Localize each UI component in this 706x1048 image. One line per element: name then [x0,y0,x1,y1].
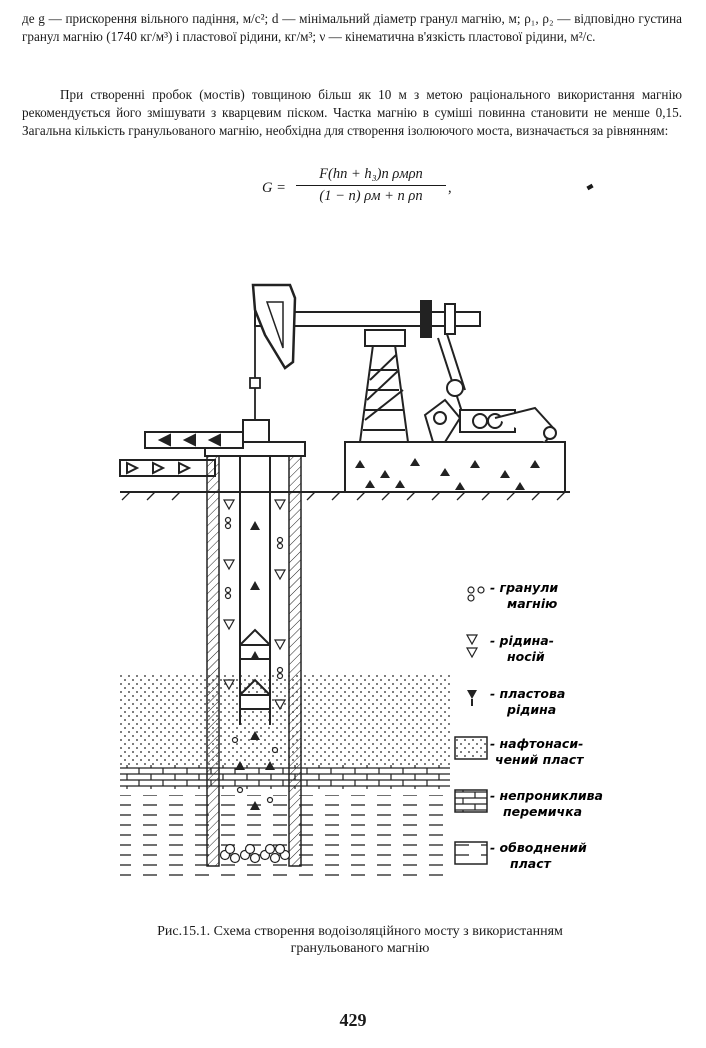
watered-layer [120,795,450,880]
legend-label-5a: - непрониклива [490,788,603,803]
horse-head [251,283,297,370]
legend-item-granules: - гранули магнію [467,580,558,611]
magnesium-granules [224,516,284,804]
tubing [239,456,271,725]
paragraph-variable-definitions: де g — прискорення вільного падіння, м/с… [22,11,682,44]
legend-label-1a: - гранули [490,580,558,595]
legend-label-2b: носій [507,649,545,664]
ground-surface [120,491,570,501]
impermeable-barrier-layer [120,765,450,789]
legend-label-4b: чений пласт [495,752,584,767]
legend-label-3a: - пластова [490,686,565,701]
legend-label-6b: пласт [510,856,552,871]
legend-label-6a: - обводнений [490,840,587,855]
legend-item-oil-layer: - нафтонаси- чений пласт [454,736,584,767]
figure-legend: - гранули магнію - рідина- носій - пласт… [454,580,603,871]
granule-pile [219,843,291,864]
oil-saturated-layer [120,675,450,765]
formula-denominator: (1 − n) ρм + n ρп [319,188,423,204]
page-number: 429 [339,1010,367,1030]
bridle-cable [249,310,261,420]
well-schematic-figure: - гранули магнію - рідина- носій - пласт… [119,283,603,880]
legend-item-carrier-fluid: - рідина- носій [465,633,554,664]
inlet-pipe [119,459,216,477]
caption-line-1: Рис.15.1. Схема створення водоізоляційно… [157,924,563,939]
fluid-arrows [222,499,287,711]
legend-label-4a: - нафтонаси- [490,736,583,751]
legend-label-1b: магнію [507,596,557,611]
legend-item-watered-layer: - обводнений пласт [454,840,587,871]
paragraph-bridge-method: При створенні пробок (мостів) товщиною б… [22,87,682,138]
well-casing [206,455,302,867]
legend-label-5b: перемичка [503,804,582,819]
formula-fraction: F(hп + h₃)n ρмρп (1 − n) ρм + n ρп [296,166,446,205]
legend-label-2a: - рідина- [490,633,554,648]
legend-label-3b: рідина [506,702,556,717]
crank-and-motor [423,333,557,443]
pump-foundation [344,441,566,493]
outlet-pipe [144,431,244,449]
legend-item-formation-fluid: - пластова рідина [467,686,565,717]
caption-line-2: гранульованого магнію [290,941,430,956]
legend-item-barrier: - непрониклива перемичка [454,788,603,819]
figure-caption: Рис.15.1. Схема створення водоізоляційно… [90,923,630,957]
print-speck [586,183,594,191]
pumpjack-frame [359,329,409,443]
formula-trailing: , [448,180,452,196]
formula-numerator: F(hп + h₃)n ρмρп [296,166,446,186]
formula-lhs: G = [262,180,286,196]
